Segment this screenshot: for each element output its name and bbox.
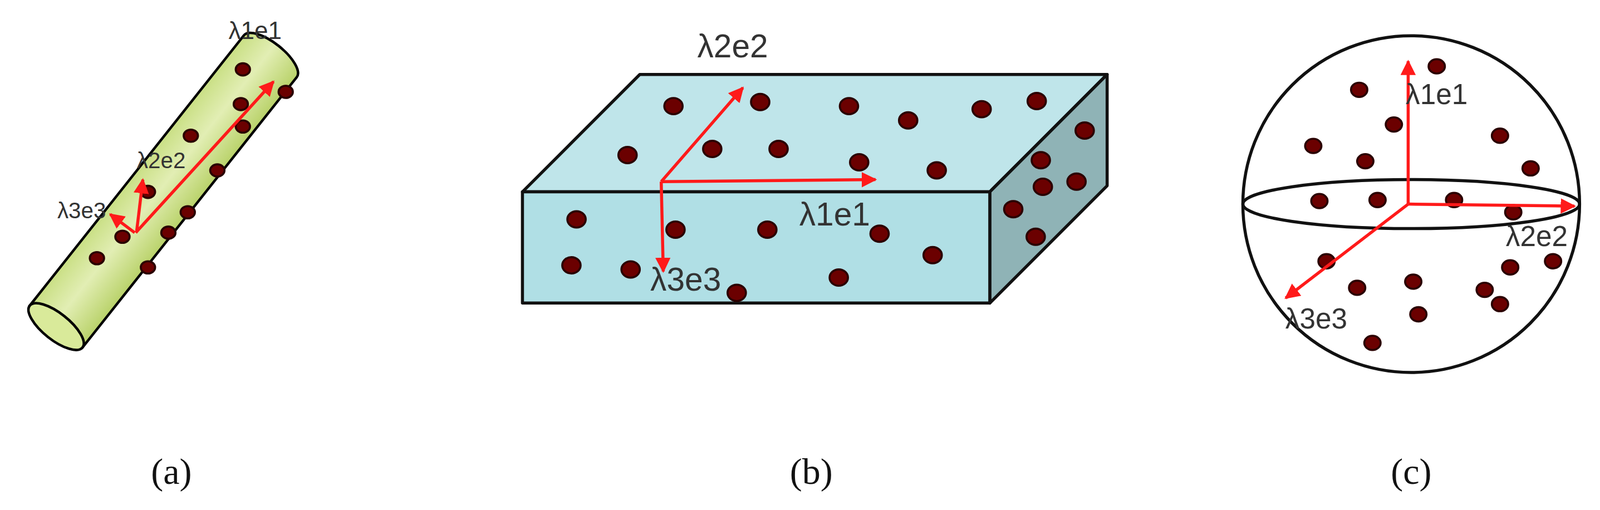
eigen-arrows-c xyxy=(1285,61,1575,298)
eigenvector-label: λ2e2 xyxy=(697,29,768,63)
cylinder xyxy=(21,25,306,358)
eigen-arrows-a xyxy=(110,81,274,233)
eigenvector-label: λ1e1 xyxy=(1405,80,1468,110)
panel-caption: (a) xyxy=(150,453,192,490)
eigenvector-label: λ1e1 xyxy=(799,198,871,232)
eigenvector-label: λ3e3 xyxy=(57,199,106,223)
panel-caption: (c) xyxy=(1390,453,1432,490)
eigen-arrows-b xyxy=(661,87,876,272)
eigenvector-label: λ2e2 xyxy=(136,149,186,173)
eigenvector-label: λ1e1 xyxy=(228,18,282,43)
particles-b xyxy=(562,92,1094,302)
particles-a xyxy=(89,63,293,274)
sphere xyxy=(1242,35,1580,373)
slab xyxy=(522,74,1107,304)
eigenvector-label: λ3e3 xyxy=(650,263,721,297)
eigenvector-label: λ3e3 xyxy=(1285,305,1348,334)
panel-caption: (b) xyxy=(789,453,833,490)
eigenvector-label: λ2e2 xyxy=(1505,222,1568,252)
